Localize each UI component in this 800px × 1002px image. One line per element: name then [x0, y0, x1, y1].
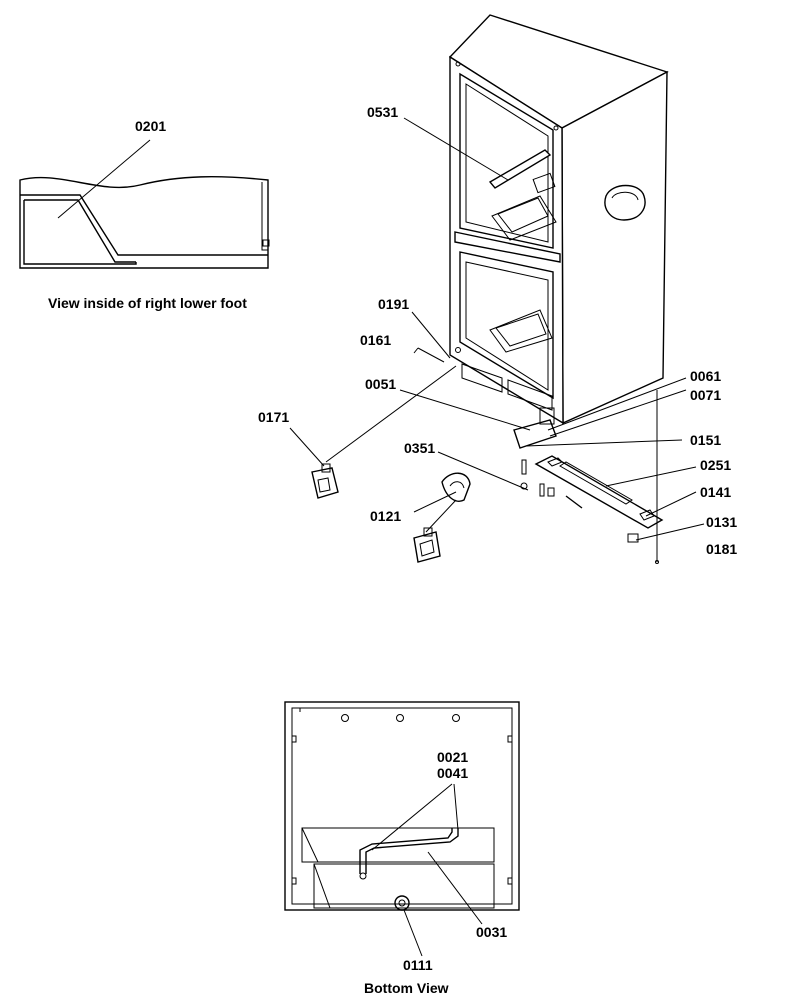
bottom-view [284, 701, 520, 911]
leveling-part-0121 [441, 472, 471, 502]
label-0031: 0031 [476, 924, 507, 940]
plate-0251 [534, 455, 664, 529]
inset-right-lower-foot [19, 139, 270, 269]
leader-lines-bottom [371, 783, 483, 957]
foot-left [311, 463, 339, 499]
label-0531: 0531 [367, 104, 398, 120]
leader-lines-main [289, 117, 705, 541]
foot-right [413, 527, 441, 563]
label-0021: 0021 [437, 749, 468, 765]
label-0181: 0181 [706, 541, 737, 557]
label-0141: 0141 [700, 484, 731, 500]
label-0171: 0171 [258, 409, 289, 425]
refrigerator-cabinet [448, 14, 669, 449]
label-0051: 0051 [365, 376, 396, 392]
label-0351: 0351 [404, 440, 435, 456]
inset-caption: View inside of right lower foot [48, 295, 247, 311]
label-0121: 0121 [370, 508, 401, 524]
label-0111: 0111 [403, 957, 433, 973]
label-0191: 0191 [378, 296, 409, 312]
label-0131: 0131 [706, 514, 737, 530]
bottom-view-caption: Bottom View [364, 980, 449, 996]
label-0251: 0251 [700, 457, 731, 473]
small-hardware [520, 390, 659, 564]
label-0161: 0161 [360, 332, 391, 348]
label-0071: 0071 [690, 387, 721, 403]
label-0201: 0201 [135, 118, 166, 134]
label-0061: 0061 [690, 368, 721, 384]
label-0151: 0151 [690, 432, 721, 448]
label-0041: 0041 [437, 765, 468, 781]
